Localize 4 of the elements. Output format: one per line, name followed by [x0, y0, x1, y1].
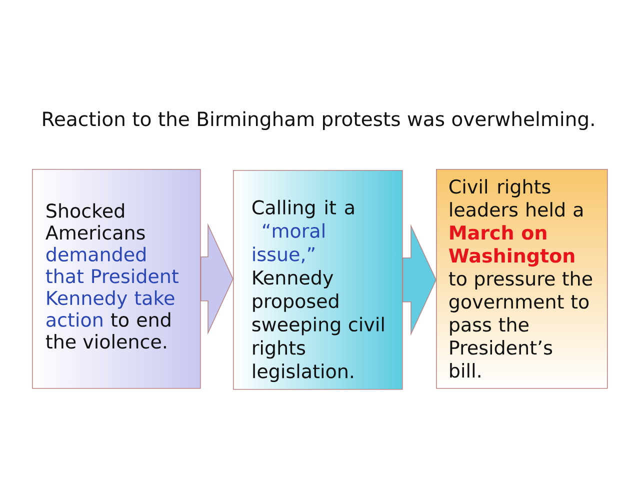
heading: Reaction to the Birmingham protests was overwhelming. — [43, 111, 594, 130]
text-box: Shocked Americans demanded that President Kennedy take action to end the violence. — [32, 169, 201, 389]
text-box: Civil rights leaders held a March on Washington to pressure the government to pass the President’s bill. — [436, 169, 608, 389]
text-box: Calling it a “moral issue,” Kennedy proposed sweeping civil rights legislation. — [233, 170, 403, 390]
